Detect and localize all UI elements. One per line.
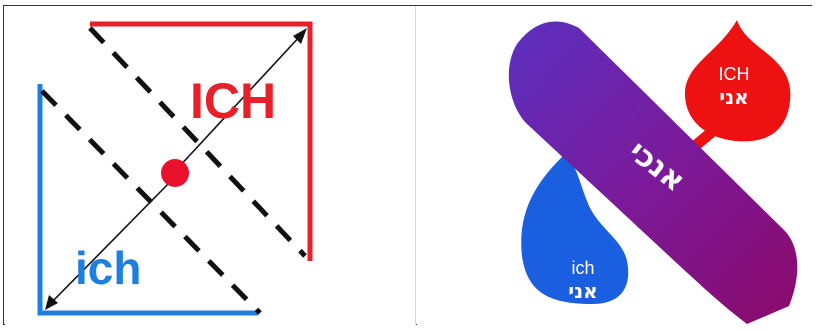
left-diagram: ICH ich: [5, 6, 415, 326]
lower-flag-hebrew: אני: [568, 279, 598, 303]
center-dot: [161, 159, 189, 187]
right-diagram: אנכי ICH אני ich אני: [417, 6, 813, 326]
left-diagram-panel: ICH ich: [5, 6, 415, 326]
lower-label: ich: [75, 242, 141, 294]
upper-flag-hebrew: אני: [719, 85, 749, 109]
lower-flag-latin: ich: [571, 258, 594, 278]
upper-label: ICH: [190, 73, 276, 129]
upper-flag-latin: ICH: [719, 64, 750, 84]
panel-divider: [415, 6, 416, 325]
dashed-line-upper: [90, 28, 305, 256]
right-diagram-panel: אנכי ICH אני ich אני: [417, 6, 813, 326]
